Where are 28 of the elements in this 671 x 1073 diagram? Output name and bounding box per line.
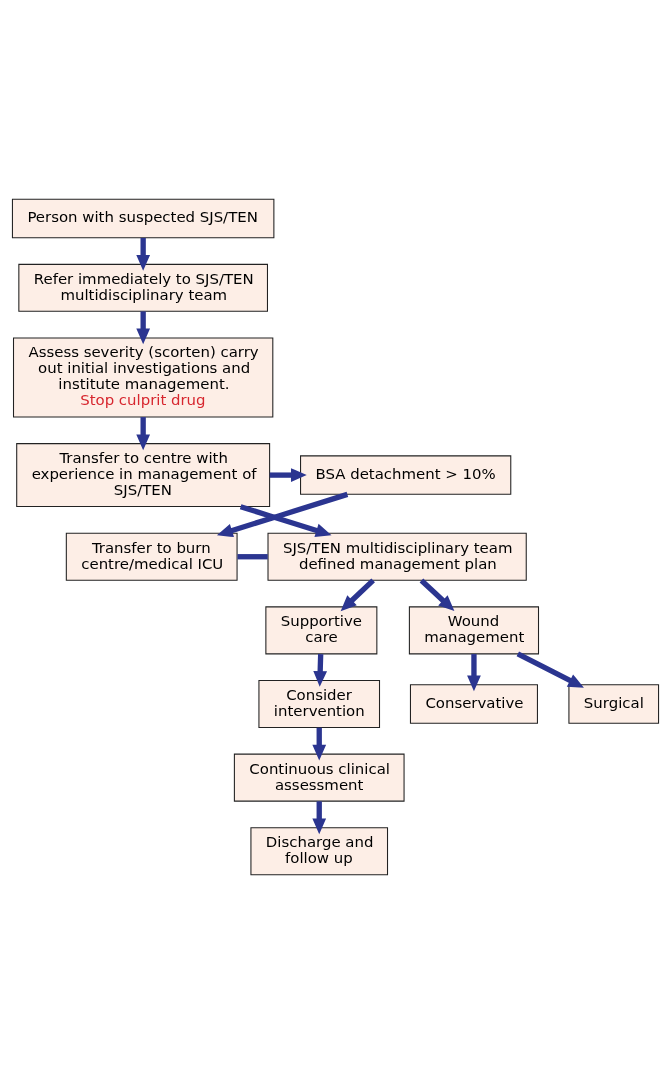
- arrow: [467, 653, 481, 691]
- node-box: Transfer to burn centre/medical ICU: [65, 532, 238, 581]
- node-box: Consider intervention: [258, 679, 381, 728]
- arrow: [239, 503, 332, 537]
- node-box: Supportive care: [265, 605, 378, 654]
- node-box: BSA detachment > 10%: [300, 454, 512, 495]
- connector: [237, 553, 268, 559]
- arrow: [419, 577, 455, 611]
- node-box: Transfer to centre with experience in management of SJS/TEN: [16, 442, 271, 507]
- arrow: [312, 800, 327, 834]
- node-box: Conservative: [409, 683, 538, 724]
- node-box: Discharge and follow up: [250, 826, 389, 875]
- arrow: [516, 651, 584, 688]
- arrow: [313, 653, 328, 687]
- node-box: Wound management: [408, 605, 540, 654]
- arrow: [136, 310, 151, 344]
- node-box: Refer immediately to SJS/TEN multidisciplinary team: [18, 263, 268, 312]
- arrow: [216, 491, 349, 537]
- node-box: Surgical: [568, 683, 660, 724]
- arrow: [312, 727, 327, 760]
- arrow: [269, 467, 307, 482]
- arrow: [340, 578, 375, 611]
- arrow: [136, 416, 151, 450]
- node-box: SJS/TEN multidisciplinary team defined management plan: [267, 532, 527, 581]
- node-box: Person with suspected SJS/TEN: [11, 198, 275, 238]
- node-box: Assess severity (scorten) carry out initial investigations and institute management. Stop culprit drug: [12, 336, 274, 417]
- node-box: Continuous clinical assessment: [233, 753, 405, 802]
- arrow: [136, 237, 151, 271]
